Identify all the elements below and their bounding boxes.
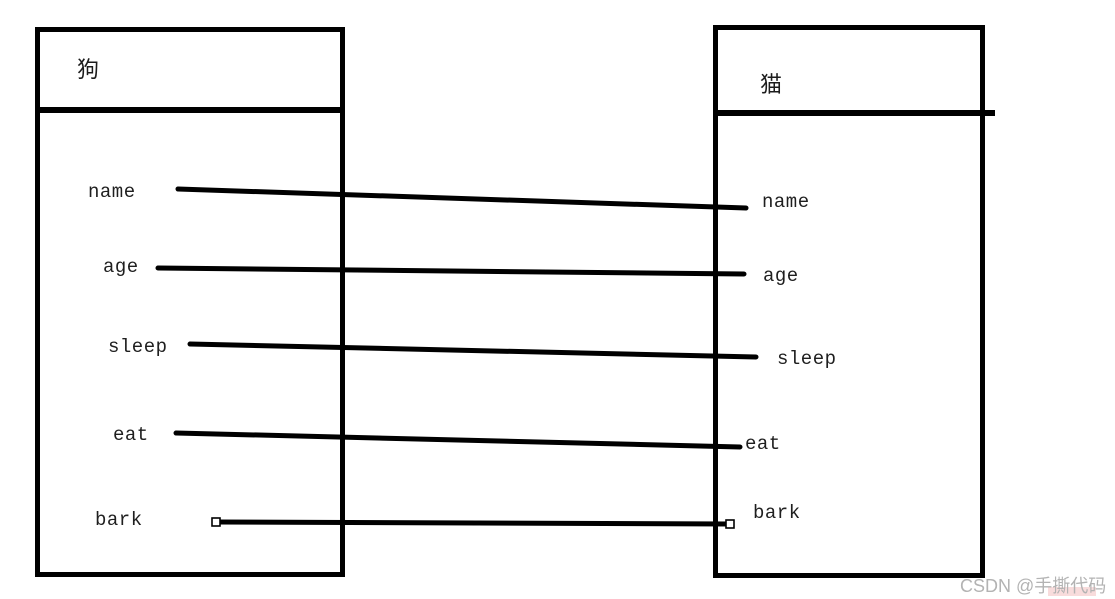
selection-handle[interactable] bbox=[725, 519, 735, 529]
class-title-cat[interactable]: 猫 bbox=[760, 73, 783, 98]
attr-cat-sleep[interactable]: sleep bbox=[777, 348, 837, 370]
connector-bark-to-bark[interactable] bbox=[213, 519, 733, 527]
attr-cat-bark[interactable]: bark bbox=[753, 502, 801, 524]
connector-eat-to-eat[interactable] bbox=[173, 430, 743, 450]
class-title-dog[interactable]: 狗 bbox=[77, 58, 100, 83]
cat-header-divider[interactable] bbox=[713, 110, 995, 116]
dog-header-divider[interactable] bbox=[35, 107, 345, 113]
connector-name-to-name[interactable] bbox=[175, 186, 749, 211]
connector-age-to-age[interactable] bbox=[155, 265, 747, 277]
attr-dog-eat[interactable]: eat bbox=[113, 424, 149, 446]
watermark-logo-smudge bbox=[1048, 587, 1096, 596]
connector-sleep-to-sleep[interactable] bbox=[187, 341, 759, 360]
attr-dog-sleep[interactable]: sleep bbox=[108, 336, 168, 358]
attr-cat-name[interactable]: name bbox=[762, 191, 810, 213]
selection-handle[interactable] bbox=[211, 517, 221, 527]
attr-dog-name[interactable]: name bbox=[88, 181, 136, 203]
attr-cat-eat[interactable]: eat bbox=[745, 433, 781, 455]
attr-dog-age[interactable]: age bbox=[103, 256, 139, 278]
attr-cat-age[interactable]: age bbox=[763, 265, 799, 287]
watermark: CSDN @手撕代码 bbox=[960, 576, 1107, 596]
class-box-cat[interactable]: 猫 name age sleep eat bark bbox=[713, 25, 985, 578]
class-box-dog[interactable]: 狗 name age sleep eat bark bbox=[35, 27, 345, 577]
attr-dog-bark[interactable]: bark bbox=[95, 509, 143, 531]
